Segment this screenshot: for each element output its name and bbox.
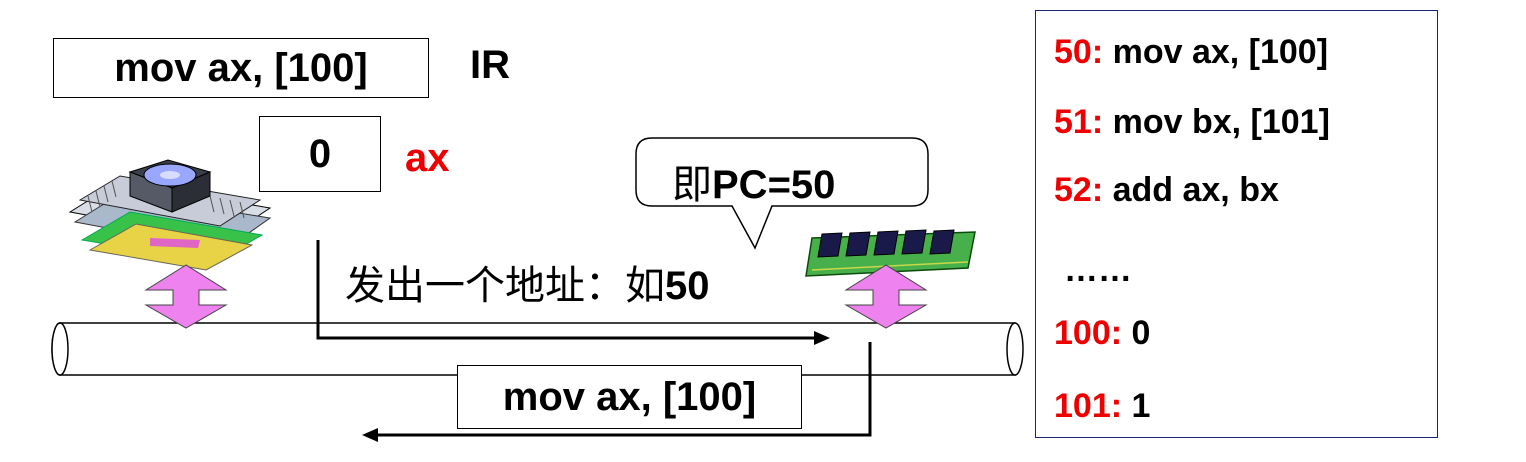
ax-value: 0 bbox=[308, 131, 332, 176]
memory-content: mov ax, [100] bbox=[1112, 33, 1329, 71]
ax-register-box: 0 bbox=[259, 116, 381, 192]
address-bus-cn: 发出一个地址：如 bbox=[345, 263, 665, 309]
memory-chip-icon bbox=[805, 229, 976, 277]
memory-content: 1 bbox=[1131, 387, 1151, 425]
memory-content: …… bbox=[1064, 251, 1132, 289]
pc-callout-pc: PC=50 bbox=[712, 163, 836, 207]
memory-content: 0 bbox=[1131, 314, 1151, 352]
memory-line: 52: add ax, bx bbox=[1054, 171, 1279, 210]
memory-address: 50: bbox=[1054, 33, 1104, 71]
memory-content: add ax, bx bbox=[1112, 171, 1279, 209]
memory-line: 51: mov bx, [101] bbox=[1054, 103, 1330, 142]
memory-panel: 50: mov ax, [100] 51: mov bx, [101] 52: … bbox=[1035, 10, 1438, 438]
memory-line: 50: mov ax, [100] bbox=[1054, 33, 1328, 72]
ir-instruction: mov ax, [100] bbox=[114, 45, 368, 90]
memory-line: 101: 1 bbox=[1054, 387, 1150, 426]
cpu-bus-double-arrow bbox=[144, 264, 228, 329]
data-return-arrow bbox=[362, 342, 872, 442]
ax-label: ax bbox=[405, 136, 450, 180]
memory-bus-double-arrow bbox=[844, 264, 928, 329]
pc-callout-cn: 即 bbox=[672, 162, 712, 208]
address-arrow bbox=[316, 240, 830, 345]
address-bus-text: 发出一个地址：如50 bbox=[345, 253, 710, 311]
memory-content: mov bx, [101] bbox=[1112, 103, 1330, 141]
memory-address: 100: bbox=[1054, 314, 1123, 352]
memory-address: 101: bbox=[1054, 387, 1123, 425]
memory-address: 52: bbox=[1054, 171, 1104, 209]
memory-line: …… bbox=[1064, 251, 1132, 290]
memory-address: 51: bbox=[1054, 103, 1104, 141]
pc-callout-text: 即PC=50 bbox=[672, 152, 835, 210]
ir-register-box: mov ax, [100] bbox=[53, 38, 429, 98]
data-bus-instruction-box: mov ax, [100] bbox=[457, 365, 802, 429]
memory-line: 100: 0 bbox=[1054, 314, 1150, 353]
ir-label: IR bbox=[470, 43, 510, 87]
pc-callout-bubble bbox=[635, 137, 929, 250]
data-bus-instruction: mov ax, [100] bbox=[502, 374, 757, 419]
cpu-icon bbox=[68, 159, 272, 271]
address-bus-num: 50 bbox=[665, 264, 710, 308]
